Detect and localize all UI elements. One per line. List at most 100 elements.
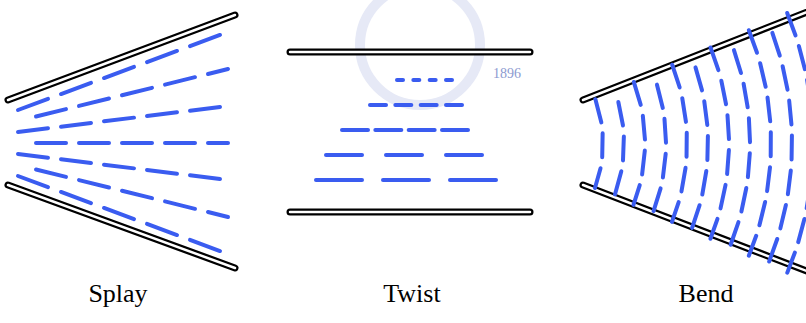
- upper-plate: [290, 52, 530, 53]
- director-dash: [18, 176, 48, 187]
- director-dash: [430, 78, 436, 82]
- director-dash: [370, 103, 386, 107]
- director-dash: [208, 212, 228, 217]
- director-dash: [147, 51, 177, 62]
- director-dash: [664, 119, 666, 143]
- panel-caption: Twist: [383, 280, 440, 309]
- director-dash: [663, 154, 666, 178]
- director-dash: [18, 128, 48, 132]
- director-dash: [798, 219, 804, 242]
- director-dash: [79, 98, 109, 105]
- director-dash: [386, 153, 422, 157]
- director-dash: [36, 141, 66, 145]
- director-dash: [615, 171, 621, 194]
- director-dash: [685, 133, 689, 157]
- director-dash: [36, 109, 66, 116]
- director-dash: [450, 178, 496, 182]
- upper-plate: [583, 3, 806, 100]
- director-dash: [768, 98, 771, 122]
- director-dash: [790, 135, 794, 159]
- director-dash: [749, 236, 756, 256]
- director-dash: [759, 202, 765, 225]
- director-dash: [413, 78, 419, 82]
- lower-plate: [8, 185, 235, 268]
- director-dash: [122, 191, 152, 198]
- director-dash: [61, 159, 91, 163]
- director-dash: [721, 185, 726, 208]
- director-dash: [721, 81, 726, 105]
- director-dash: [79, 141, 109, 145]
- director-dash: [442, 128, 468, 132]
- director-dash: [702, 171, 706, 195]
- director-dash: [643, 116, 645, 140]
- director-dash: [734, 50, 741, 73]
- director-dash: [672, 65, 680, 88]
- director-dash: [787, 253, 795, 273]
- director-dash: [749, 118, 750, 142]
- director-dash: [642, 151, 645, 175]
- director-dash: [731, 222, 739, 245]
- director-dash: [780, 205, 786, 228]
- director-dash: [748, 153, 750, 177]
- twist-director: [316, 80, 496, 180]
- director-dash: [165, 141, 195, 145]
- director-dash: [783, 66, 788, 89]
- lower-plate: [290, 212, 530, 213]
- director-dash: [692, 205, 700, 228]
- director-dash: [654, 188, 661, 211]
- director-dash: [61, 83, 91, 94]
- director-dash: [397, 78, 403, 82]
- director-dash: [147, 112, 177, 116]
- director-dash: [769, 239, 777, 262]
- director-dash: [695, 67, 702, 90]
- director-dash: [190, 35, 220, 46]
- director-dash: [104, 118, 134, 122]
- director-dash: [446, 78, 452, 82]
- director-dash: [767, 167, 770, 191]
- director-dash: [705, 136, 710, 160]
- director-dash: [744, 84, 748, 108]
- director-dash: [749, 30, 757, 53]
- director-dash: [147, 170, 177, 174]
- director-dash: [633, 185, 639, 205]
- director-dash: [657, 85, 663, 108]
- director-dash: [122, 88, 152, 95]
- director-dash: [704, 101, 707, 125]
- director-dash: [104, 67, 134, 78]
- director-dash: [772, 33, 779, 56]
- director-dash: [681, 168, 685, 192]
- director-dash: [727, 150, 729, 174]
- director-dash: [672, 202, 679, 222]
- director-dash: [595, 99, 601, 122]
- lower-plate: [583, 185, 806, 280]
- director-dash: [789, 101, 791, 125]
- director-dash: [727, 115, 728, 139]
- director-dash: [165, 77, 195, 84]
- director-dash: [799, 46, 805, 69]
- director-dash: [395, 103, 411, 107]
- director-dash: [769, 132, 773, 156]
- director-dash: [710, 219, 717, 239]
- director-dash: [342, 128, 368, 132]
- director-dash: [147, 224, 177, 235]
- director-dash: [190, 240, 220, 251]
- director-dash: [316, 178, 362, 182]
- director-dash: [122, 141, 152, 145]
- director-dash: [208, 69, 228, 74]
- director-dash: [787, 13, 795, 35]
- watermark-text: 1896: [493, 66, 521, 81]
- director-dash: [375, 128, 401, 132]
- bend-director: [595, 13, 806, 273]
- panel-caption: Splay: [88, 280, 147, 309]
- director-dash: [595, 168, 601, 188]
- director-dash: [383, 178, 429, 182]
- director-dash: [618, 102, 623, 126]
- director-dash: [409, 128, 435, 132]
- director-dash: [104, 165, 134, 169]
- director-dash: [79, 180, 109, 187]
- director-dash: [788, 170, 791, 194]
- director-dash: [711, 47, 719, 70]
- director-dash: [190, 175, 220, 179]
- director-dash: [326, 153, 362, 157]
